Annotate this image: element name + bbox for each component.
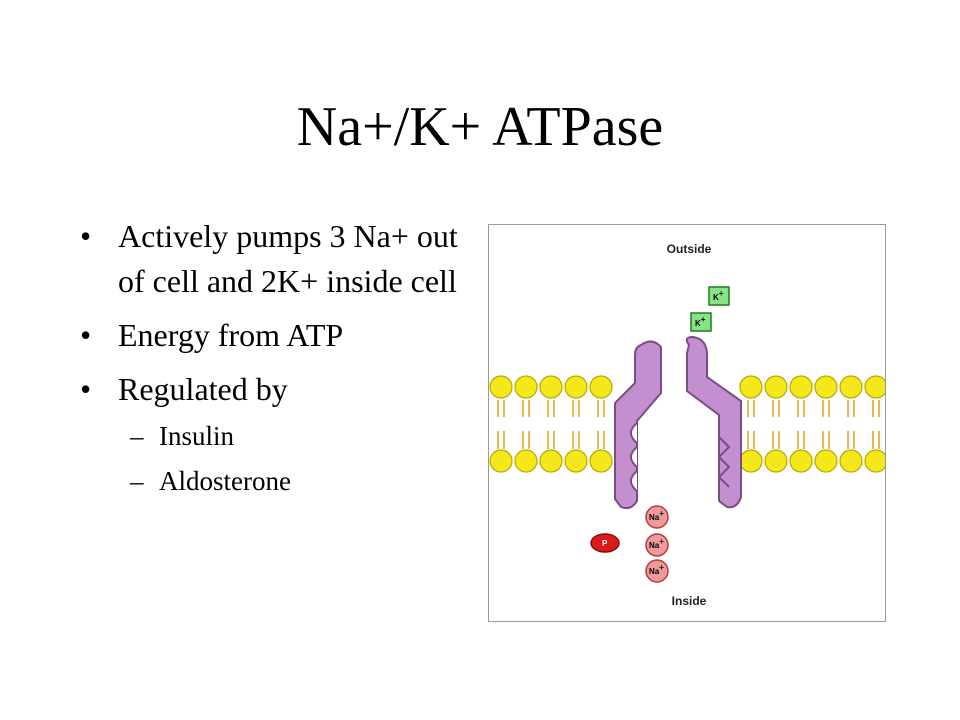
ion-charge: + xyxy=(719,289,724,298)
sodium-ion: Na+ xyxy=(645,533,669,557)
lipid-head xyxy=(564,375,588,399)
ion-symbol: Na xyxy=(649,567,660,576)
ion-charge: + xyxy=(659,509,664,518)
lipid-head xyxy=(489,375,513,399)
lipid-head xyxy=(539,449,563,473)
lipid-head xyxy=(739,449,763,473)
ion-symbol: Na xyxy=(649,513,660,522)
sodium-potassium-pump-diagram: K+ K+ Na+ Na+ Na+ P xyxy=(488,224,886,622)
inside-label: Inside xyxy=(672,594,707,608)
lipid-head xyxy=(539,375,563,399)
sub-bullet-list: – Insulin – Aldosterone xyxy=(130,414,470,504)
phosphate-label: P xyxy=(602,539,608,548)
ion-charge: + xyxy=(659,537,664,546)
sodium-ion: Na+ xyxy=(645,505,669,529)
lipid-tails xyxy=(497,400,880,449)
sub-bullet-marker: – xyxy=(130,421,144,451)
ion-charge: + xyxy=(659,563,664,572)
lipid-head xyxy=(514,375,538,399)
sub-bullet-item: – Aldosterone xyxy=(130,459,470,504)
lipid-head xyxy=(514,449,538,473)
lipid-head xyxy=(589,375,613,399)
potassium-ion: K+ xyxy=(690,312,712,332)
bullet-marker: • xyxy=(80,218,92,254)
lipid-head xyxy=(739,375,763,399)
sub-bullet-text: Insulin xyxy=(159,421,235,451)
ion-charge: + xyxy=(701,315,706,324)
lipid-head xyxy=(764,449,788,473)
bullet-marker: • xyxy=(80,371,92,407)
ion-symbol: K xyxy=(713,293,719,302)
lipid-heads xyxy=(489,375,885,473)
outside-label: Outside xyxy=(667,242,712,256)
lipid-head xyxy=(864,449,885,473)
potassium-ion: K+ xyxy=(708,286,730,306)
bullet-item: • Actively pumps 3 Na+ out of cell and 2… xyxy=(80,214,470,304)
bullet-marker: • xyxy=(80,317,92,353)
binding-site xyxy=(630,422,638,444)
slide-title: Na+/K+ ATPase xyxy=(296,96,664,158)
lipid-head xyxy=(864,375,885,399)
binding-site xyxy=(630,470,638,492)
bullet-item: • Regulated by – Insulin – Aldosterone xyxy=(80,367,470,504)
lipid-head xyxy=(839,449,863,473)
svg-text:Na+: Na+ xyxy=(649,563,664,576)
phosphate-group: P xyxy=(590,533,620,553)
ion-symbol: K xyxy=(695,319,701,328)
lipid-head xyxy=(789,449,813,473)
lipid-head xyxy=(814,375,838,399)
lipid-head xyxy=(789,375,813,399)
bullet-text: Energy from ATP xyxy=(118,317,344,353)
lipid-head xyxy=(489,449,513,473)
lipid-head xyxy=(764,375,788,399)
svg-text:Na+: Na+ xyxy=(649,509,664,522)
lipid-head xyxy=(839,375,863,399)
sub-bullet-marker: – xyxy=(130,466,144,496)
binding-site xyxy=(717,436,731,488)
sodium-ion: Na+ xyxy=(645,559,669,583)
pump-protein-left xyxy=(614,340,662,510)
binding-site xyxy=(630,446,638,468)
svg-text:K+: K+ xyxy=(695,315,706,328)
bullet-item: • Energy from ATP xyxy=(80,313,470,358)
sub-bullet-text: Aldosterone xyxy=(159,466,291,496)
ion-symbol: Na xyxy=(649,541,660,550)
svg-text:Na+: Na+ xyxy=(649,537,664,550)
sub-bullet-item: – Insulin xyxy=(130,414,470,459)
bullet-text: Regulated by xyxy=(118,371,288,407)
lipid-head xyxy=(589,449,613,473)
bullet-text: Actively pumps 3 Na+ out of cell and 2K+… xyxy=(118,218,458,299)
bullet-list: • Actively pumps 3 Na+ out of cell and 2… xyxy=(80,214,470,513)
pump-protein-right xyxy=(685,335,742,509)
svg-text:K+: K+ xyxy=(713,289,724,302)
diagram-canvas: K+ K+ Na+ Na+ Na+ P xyxy=(489,242,885,608)
lipid-head xyxy=(564,449,588,473)
lipid-head xyxy=(814,449,838,473)
